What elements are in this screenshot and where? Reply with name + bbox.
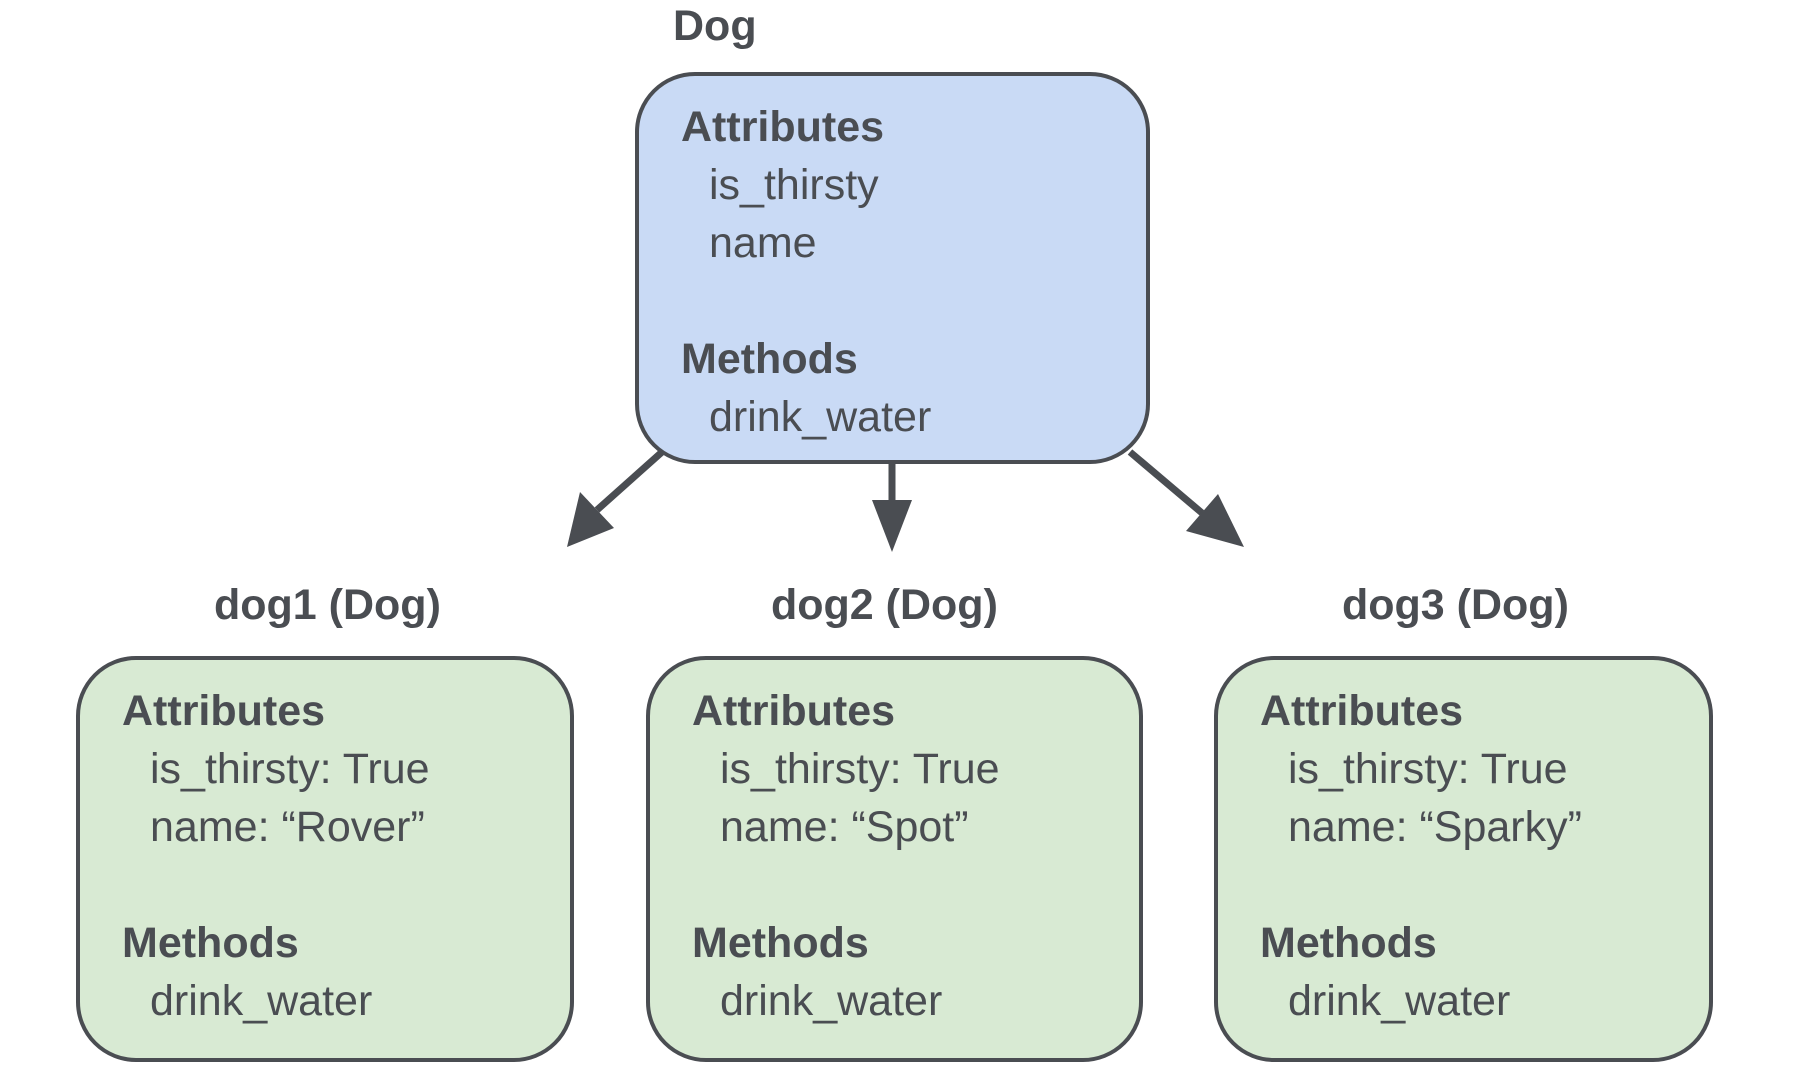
arrow-to-dog1 [567,449,665,547]
instance-title-dog3: dog3 (Dog) [1342,581,1569,629]
methods-heading: Methods [1260,919,1437,967]
attributes-heading: Attributes [1260,687,1464,735]
method-item: drink_water [150,977,373,1025]
method-item: drink_water [709,393,932,441]
methods-heading: Methods [692,919,869,967]
methods-heading: Methods [122,919,299,967]
attributes-heading: Attributes [681,103,885,151]
arrow-to-dog2 [872,464,912,552]
methods-heading: Methods [681,335,858,383]
attribute-item: is_thirsty: True [720,745,1000,793]
instance-box-dog3: Attributes is_thirsty: True name: “Spark… [1214,656,1713,1062]
attributes-heading: Attributes [692,687,896,735]
attributes-heading: Attributes [122,687,326,735]
attribute-item: name [709,219,817,267]
attribute-item: name: “Rover” [150,803,425,851]
method-item: drink_water [1288,977,1511,1025]
instance-box-dog1: Attributes is_thirsty: True name: “Rover… [76,656,574,1062]
method-item: drink_water [720,977,943,1025]
attribute-item: name: “Sparky” [1288,803,1582,851]
class-title: Dog [673,2,757,50]
class-box-dog: Attributes is_thirsty name Methods drink… [635,72,1150,464]
instance-box-dog2: Attributes is_thirsty: True name: “Spot”… [646,656,1143,1062]
attribute-item: name: “Spot” [720,803,969,851]
attribute-item: is_thirsty: True [150,745,430,793]
instance-title-dog1: dog1 (Dog) [214,581,441,629]
attribute-item: is_thirsty: True [1288,745,1568,793]
instance-title-dog2: dog2 (Dog) [771,581,998,629]
arrow-to-dog3 [1127,449,1244,547]
attribute-item: is_thirsty [709,161,879,209]
